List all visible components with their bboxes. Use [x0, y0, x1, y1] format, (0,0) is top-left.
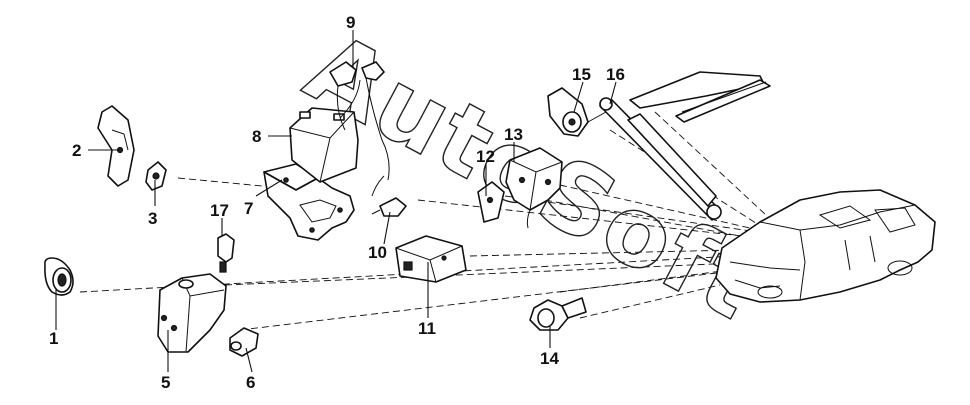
part-switch	[229, 327, 259, 357]
leader-lines	[55, 30, 617, 373]
callout-14: 14	[540, 349, 559, 368]
part-modulator	[505, 147, 563, 229]
callout-16: 16	[606, 65, 625, 84]
callout-3: 3	[148, 209, 157, 228]
callout-7: 7	[244, 199, 253, 218]
callout-10: 10	[368, 243, 387, 262]
location-lines	[79, 111, 781, 331]
callout-11: 11	[418, 319, 436, 338]
car-silhouette	[715, 189, 936, 303]
part-control-unit	[395, 235, 467, 283]
callout-9: 9	[346, 13, 355, 32]
callout-8: 8	[252, 127, 261, 146]
part-wiper-linkage	[599, 71, 771, 221]
part-battery	[289, 79, 361, 183]
part-horn	[44, 257, 74, 296]
part-washer-pump	[217, 233, 235, 273]
part-washer-reservoir	[157, 273, 227, 353]
callout-5: 5	[161, 373, 170, 392]
part-battery-cable	[329, 61, 390, 181]
part-sensor	[145, 161, 167, 191]
part-relay	[477, 181, 505, 223]
part-connector	[371, 175, 407, 217]
callout-17: 17	[210, 201, 229, 220]
callout-2: 2	[72, 141, 81, 160]
part-bracket	[97, 105, 135, 187]
part-wheel-sensor	[529, 297, 587, 331]
callout-1: 1	[49, 329, 58, 348]
callouts: 1 2 3 5 6 7 8 9 10 11 12 13 14 15 16 17	[49, 13, 625, 392]
callout-13: 13	[504, 125, 523, 144]
part-battery-tray	[263, 163, 355, 241]
callout-12: 12	[476, 147, 495, 166]
part-wiper-motor	[547, 87, 607, 137]
callout-6: 6	[246, 373, 255, 392]
callout-15: 15	[572, 65, 591, 84]
